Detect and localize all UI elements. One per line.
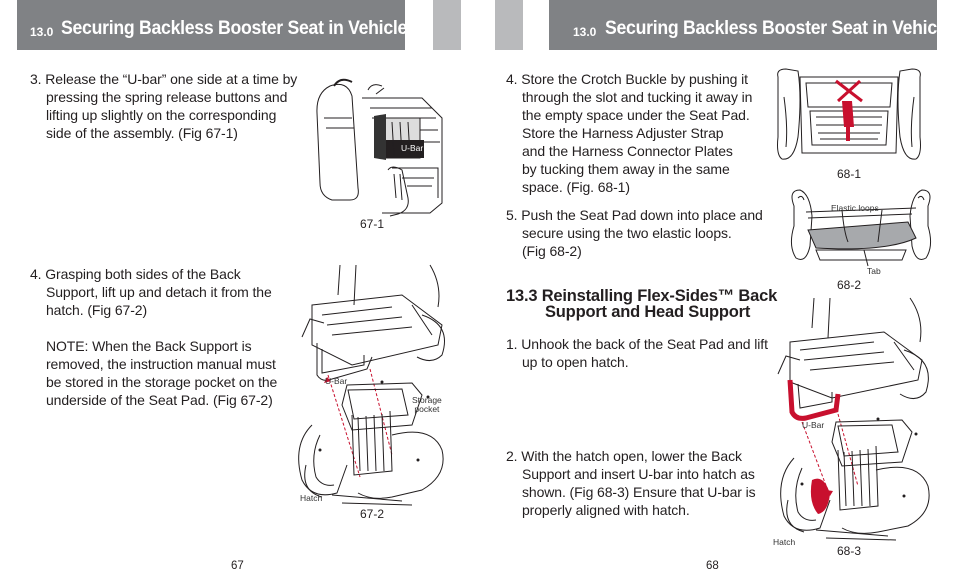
fig-68-3-hatch-label: Hatch: [773, 537, 796, 547]
left-header-number: 13.0: [30, 25, 54, 39]
left-header-title: Securing Backless Booster Seat in Vehicl…: [61, 18, 408, 39]
fig-68-3-ubar-label: U-Bar: [802, 420, 825, 430]
fig-67-2-storage-label: Storage pocket: [412, 395, 442, 414]
right-header-bar: 13.0 Securing Backless Booster Seat in V…: [549, 0, 951, 50]
left-note: NOTE: When the Back Support is removed, …: [46, 338, 278, 408]
right-step-4: 4. Store the Crotch Buckle by pushing it…: [506, 71, 753, 195]
gutter-block-left: [433, 0, 461, 50]
left-step-3: 3. Release the “U-bar” one side at a tim…: [30, 71, 298, 141]
fig-68-3-caption: 68-3: [837, 544, 862, 558]
right-sub-step-1: 1. Unhook the back of the Seat Pad and l…: [506, 336, 768, 370]
fig-68-1-caption: 68-1: [837, 167, 862, 181]
gutter-block-right: [495, 0, 523, 50]
left-step-4: 4. Grasping both sides of the Back Suppo…: [30, 266, 272, 318]
fig-68-2-elastic-loops-label: Elastic loops: [831, 203, 879, 213]
figure-67-1-ubar-release-illustration: [316, 78, 443, 217]
fig-67-2-ubar-label: U-Bar: [325, 376, 348, 386]
right-sub-step-2: 2. With the hatch open, lower the Back S…: [506, 448, 756, 518]
right-header-title: Securing Backless Booster Seat in Vehicl…: [605, 18, 952, 39]
right-step-5: 5. Push the Seat Pad down into place and…: [506, 207, 763, 259]
fig-68-2-caption: 68-2: [837, 278, 862, 292]
left-page-number: 67: [231, 560, 244, 572]
fig-67-1-caption: 67-1: [360, 217, 385, 231]
fig-67-2-hatch-label: Hatch: [300, 493, 323, 503]
figure-68-2-elastic-loops-illustration: [790, 189, 932, 267]
fig-67-2-caption: 67-2: [360, 507, 385, 521]
right-subheading-line1: 13.3 Reinstalling Flex-Sides™ Back: [506, 287, 778, 305]
figure-67-2-back-support-detach-illustration: [298, 264, 445, 506]
right-header-number: 13.0: [573, 25, 597, 39]
right-subheading-line2: Support and Head Support: [545, 303, 751, 321]
fig-68-2-tab-label: Tab: [867, 266, 881, 276]
fig-67-1-ubar-label: U-Bar: [401, 143, 424, 153]
left-header-bar: 13.0 Securing Backless Booster Seat in V…: [17, 0, 408, 50]
figure-68-3-ubar-insert-illustration: [777, 297, 930, 541]
figure-68-1-crotch-buckle-storage-illustration: [777, 68, 921, 160]
right-page-number: 68: [706, 560, 719, 572]
